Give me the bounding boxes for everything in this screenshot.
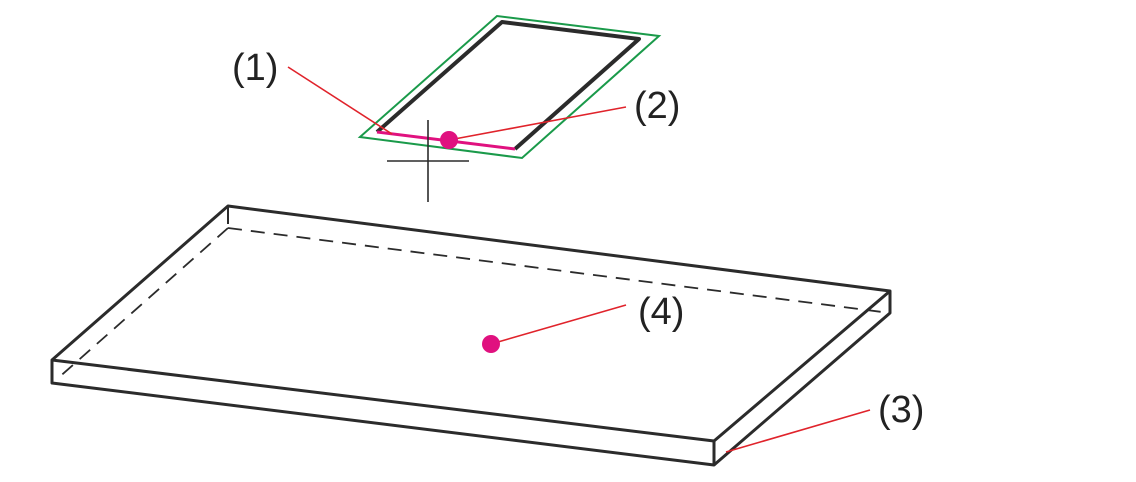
crosshair-cursor-icon: [387, 120, 469, 202]
label-4: (4): [638, 291, 684, 333]
slab-front-edge: [50, 360, 716, 467]
slab: [50, 204, 892, 467]
leader-4: [490, 304, 627, 345]
label-1: (1): [232, 47, 278, 89]
slab-top-face: [50, 204, 892, 443]
hidden-edges: [55, 227, 891, 381]
leader-3: [725, 409, 871, 453]
point-4-marker: [482, 335, 500, 353]
leader-1: [287, 66, 393, 135]
label-3: (3): [878, 389, 924, 431]
leader-2: [448, 106, 627, 141]
selection-frame: [357, 14, 662, 160]
plate-outline: [375, 20, 641, 151]
label-2: (2): [634, 85, 680, 127]
point-2-marker: [440, 131, 458, 149]
leader-lines: [287, 66, 871, 453]
